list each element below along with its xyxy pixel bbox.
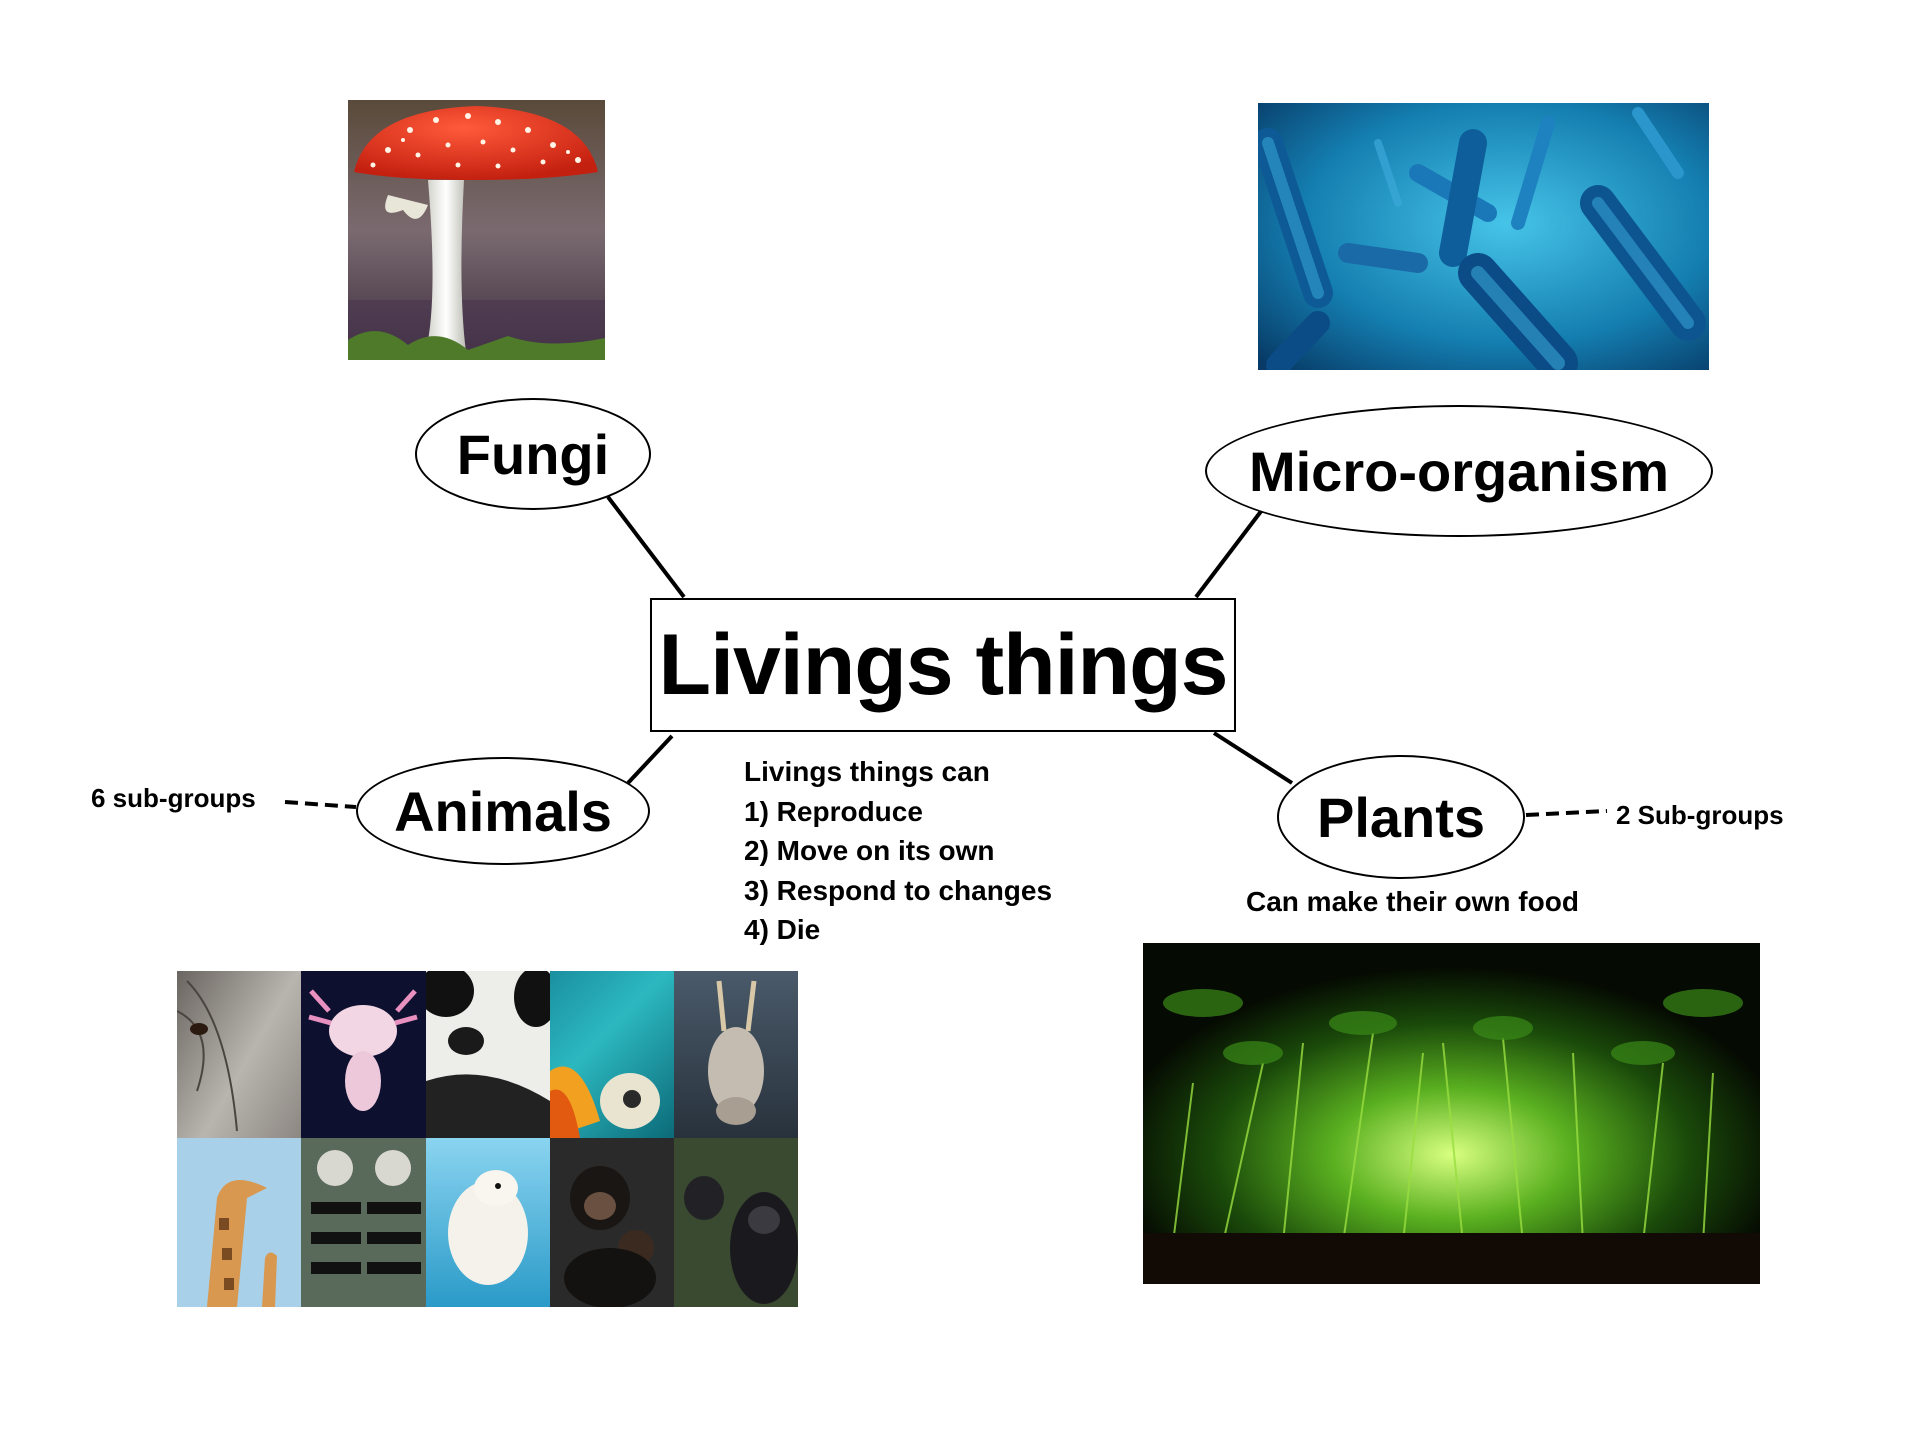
elephant-eye-tile [177,971,301,1138]
polar-bear-tile [426,1138,550,1307]
fungi-node: Fungi [415,398,651,510]
fact-item: 2) Move on its own [744,835,995,866]
dash-plants [1525,809,1608,817]
plants-node: Plants [1277,755,1525,879]
fact-item: 3) Respond to changes [744,874,1053,906]
gorillas-tile [674,1138,798,1307]
chimpanzees-tile [550,1138,674,1307]
fact-item: 1) Reproduce [744,795,923,827]
link-micro [1194,508,1264,599]
micro-organism-label: Micro-organism [1248,439,1670,503]
animals-image [177,971,798,1307]
fact-item: 4) Die [744,914,821,945]
animals-subgroups-note: 6 sub-groups [91,783,256,813]
giraffe-tile [177,1138,301,1307]
axolotl-tile [301,971,426,1138]
animals-node: Animals [356,757,650,865]
facts-list: Livings things can 1) Reproduce 2) Move … [744,752,1052,950]
panda-tile [426,971,550,1138]
plants-label: Plants [1316,785,1486,849]
fungi-label: Fungi [456,422,610,486]
plants-subgroups-note: 2 Sub-groups [1616,800,1784,830]
center-node: Livings things [650,598,1236,732]
link-plants [1212,731,1294,785]
plants-image [1143,943,1760,1284]
saiga-tile [674,971,798,1138]
plants-caption: Can make their own food [1246,886,1579,917]
center-title: Livings things [658,616,1229,713]
facts-heading: Livings things can [744,756,990,787]
animals-label: Animals [394,779,612,843]
lemurs-tile [301,1138,426,1307]
dash-animals [284,800,357,809]
fungi-image [348,100,605,360]
micro-organism-node: Micro-organism [1205,405,1713,537]
link-fungi [606,495,686,599]
micro-organism-image [1258,103,1709,370]
parrot-tile [550,971,674,1138]
link-animals [626,734,674,785]
